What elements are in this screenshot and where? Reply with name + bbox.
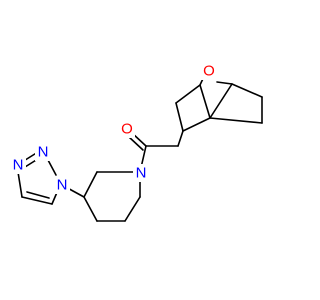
bond-bridge-o-right — [216, 81, 233, 85]
bond-triazole-c4-c5-b — [26, 191, 50, 199]
carbonyl-oxygen-label: O — [121, 121, 133, 138]
bonds — [17, 67, 263, 222]
bond-pip-left-upper — [83, 171, 98, 198]
bond-pip-right-lower — [124, 196, 141, 222]
bond-pip-left-lower — [83, 196, 98, 222]
bond-bridgehead-right-up — [231, 83, 263, 98]
bond-ring-bottom — [182, 117, 211, 132]
atom-piperidine-nitrogen: N — [133, 164, 149, 182]
triazole-n1-label: N — [57, 177, 68, 194]
bond-ring-to-bridgehead-right — [209, 83, 233, 119]
bond-bridgehead-left-down — [175, 84, 201, 104]
bond-ring-to-ch2 — [177, 130, 184, 147]
molecule-structure: O O N N N N — [10, 62, 263, 222]
bond-ring-left-down — [175, 102, 184, 132]
atom-triazole-n3: N — [10, 156, 26, 174]
atom-triazole-n1: N — [54, 176, 70, 194]
piperidine-nitrogen-label: N — [136, 165, 147, 182]
triazole-n3-label: N — [13, 157, 24, 174]
atom-labels: O O N N N N — [10, 62, 217, 194]
bond-carbonyl-double-b — [128, 136, 144, 151]
bond-triazole-c4-c5-a — [21, 196, 53, 205]
bond-bridgehead-left-to-back — [199, 84, 211, 119]
bond-triazole-n1-n2 — [47, 159, 57, 176]
triazole-n2-label: N — [38, 144, 49, 161]
atom-carbonyl-oxygen: O — [119, 120, 135, 138]
atom-bridge-oxygen: O — [201, 62, 217, 80]
bond-ring-right-bottom — [209, 117, 263, 124]
bond-triazole-n3-c4 — [17, 171, 23, 198]
bridge-oxygen-label: O — [203, 63, 215, 80]
atom-triazole-n2: N — [35, 143, 51, 161]
